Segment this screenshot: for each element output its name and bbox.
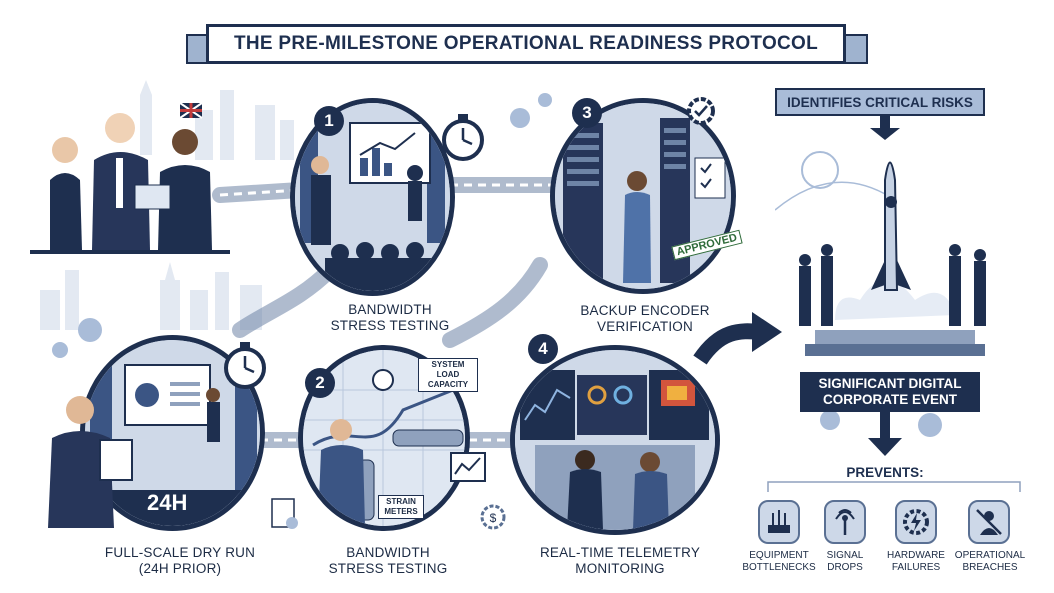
money-gear-icon: $ [480, 504, 506, 530]
stopwatch-icon [224, 342, 266, 389]
identifies-risks-label: IDENTIFIES CRITICAL RISKS [775, 88, 985, 116]
document-icon [271, 498, 298, 529]
dry-run-caption: FULL-SCALE DRY RUN (24H PRIOR) [104, 545, 256, 576]
event-label: SIGNIFICANT DIGITAL CORPORATE EVENT [800, 372, 980, 412]
step-1-number: 1 [314, 106, 344, 136]
rocket-launch-illustration [775, 151, 986, 356]
signal-antenna-icon [824, 500, 866, 544]
svg-text:$: $ [490, 511, 497, 525]
prevents-label: PREVENTS: [846, 465, 924, 480]
chart-icon [450, 452, 486, 482]
signal-drops-label: SIGNAL DROPS [826, 550, 864, 573]
dry-run-circle [80, 335, 265, 531]
step-3-number: 3 [572, 98, 602, 128]
control-room-scene [515, 350, 715, 530]
title-banner: THE PRE-MILESTONE OPERATIONAL READINESS … [206, 24, 846, 64]
hardware-failures-label: HARDWARE FAILURES [887, 550, 945, 573]
step-1-caption: BANDWIDTH STRESS TESTING [330, 302, 450, 333]
router-icon [758, 500, 800, 544]
page-title: THE PRE-MILESTONE OPERATIONAL READINESS … [233, 33, 819, 54]
step-2-number: 2 [305, 368, 335, 398]
team-illustration [30, 102, 230, 254]
step-3-caption: BACKUP ENCODER VERIFICATION [580, 303, 710, 334]
server-room-scene [555, 103, 731, 289]
step-1-circle [290, 98, 455, 296]
stopwatch-icon [442, 114, 484, 161]
step-2-caption: BANDWIDTH STRESS TESTING [328, 545, 448, 576]
step-4-caption: REAL-TIME TELEMETRY MONITORING [539, 545, 701, 576]
system-load-label: SYSTEM LOAD CAPACITY [418, 358, 478, 392]
strain-meters-label: STRAIN METERS [378, 495, 424, 519]
flag-icon [179, 102, 203, 119]
gear-bolt-icon [895, 500, 937, 544]
check-gear-icon [687, 97, 715, 125]
crossed-person-icon [968, 500, 1010, 544]
step-4-number: 4 [528, 334, 558, 364]
equipment-bottlenecks-label: EQUIPMENT BOTTLENECKS [742, 550, 816, 573]
dry-run-badge: 24H [147, 490, 188, 515]
step-4-circle [510, 345, 720, 535]
presenter-figure [48, 396, 133, 528]
operational-breaches-label: OPERATIONAL BREACHES [954, 550, 1026, 573]
